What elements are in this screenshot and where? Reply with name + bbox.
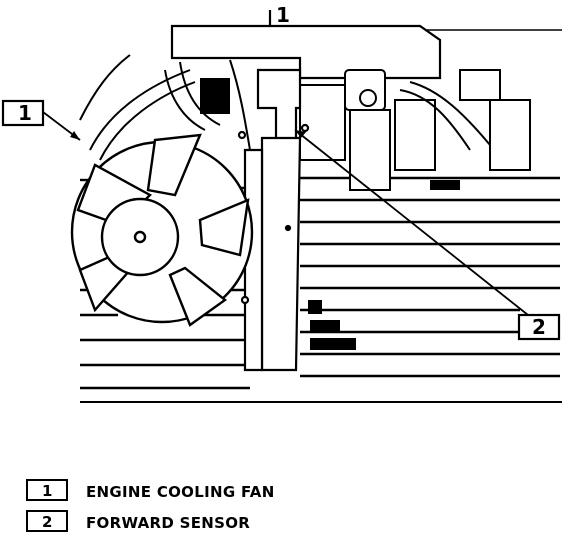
legend: 1 ENGINE COOLING FAN 2 FORWARD SENSOR <box>26 479 275 532</box>
legend-2-label: FORWARD SENSOR <box>86 514 250 532</box>
cooling-fan <box>70 133 254 327</box>
top-label: 1 <box>276 3 290 27</box>
legend-1-label: ENGINE COOLING FAN <box>86 483 275 501</box>
legend-1-number: 1 <box>42 482 53 500</box>
callout-1 <box>1 99 81 141</box>
support-bracket <box>237 68 310 372</box>
radiator-shading <box>200 78 460 350</box>
callout-2 <box>294 129 561 341</box>
engine-components <box>299 69 531 191</box>
legend-2-number: 2 <box>42 513 53 531</box>
callout-1-number: 1 <box>18 101 32 125</box>
upper-bracket <box>170 10 442 80</box>
callout-2-number: 2 <box>532 315 546 339</box>
engine-hoses <box>79 54 251 161</box>
